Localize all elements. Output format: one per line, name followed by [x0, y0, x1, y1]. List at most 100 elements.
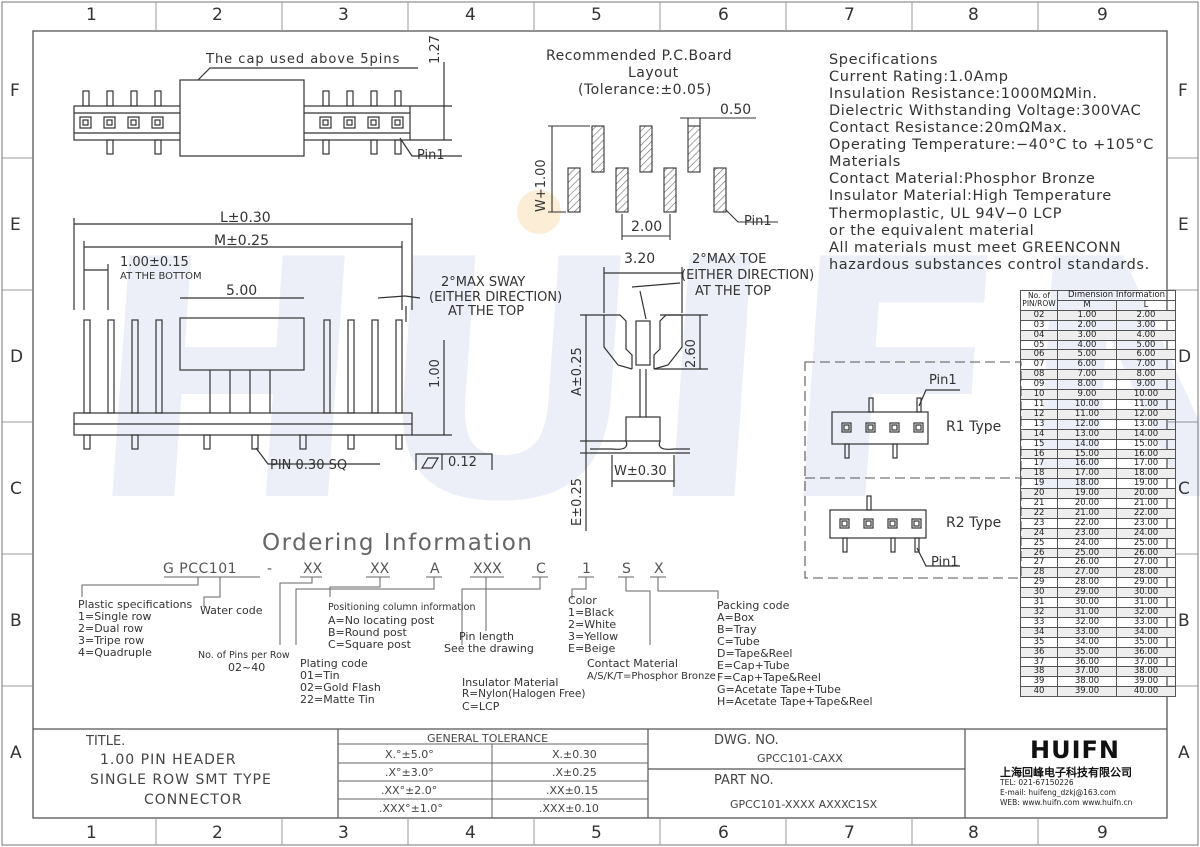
spec-line-5: Contact Resistance:20mΩMax. [829, 120, 1068, 136]
grid-col-9: 9 [1097, 5, 1108, 25]
tol-linear-4: .XXX±0.10 [539, 802, 599, 815]
tol-linear-2: .X±0.25 [552, 766, 597, 779]
packing-e: E=Cap+Tube [717, 659, 790, 672]
side-toe-3: AT THE TOP [695, 284, 772, 299]
r2-type-label: R2 Type [946, 515, 1002, 531]
insulator-c: C=LCP [462, 700, 500, 713]
grid-row-a-right: A [1178, 743, 1190, 763]
position-b: B=Round post [328, 626, 407, 639]
dimension-table: No. of PIN/ROW Dimension Information M L… [1020, 290, 1176, 698]
position-c: C=Square post [328, 638, 411, 651]
pcb-pad-width: 0.50 [720, 102, 752, 118]
position-a: A=No locating post [328, 614, 435, 627]
pcb-layout-drawing [548, 117, 778, 240]
color-e: E=Beige [568, 642, 616, 655]
plating-22: 22=Matte Tin [300, 693, 375, 706]
code-xxx: XXX [473, 561, 502, 577]
company-tel: TEL: 021-67150226 [1000, 778, 1074, 787]
front-flatness-value: 0.12 [448, 455, 477, 470]
grid-row-a: A [10, 743, 22, 763]
grid-col-3-bottom: 3 [338, 823, 349, 843]
part-no-value: GPCC101-XXXX AXXXC1SX [730, 798, 878, 811]
packing-f: F=Cap+Tape&Reel [717, 671, 821, 684]
code-xx-2: XX [370, 561, 390, 577]
front-sway-1: 2°MAX SWAY [441, 275, 526, 290]
front-pitch-dim: 1.00±0.15 [120, 255, 189, 270]
company-web: WEB: www.huifn.com www.huifn.cn [1000, 798, 1133, 807]
tol-angle-2: .X°±3.0° [385, 766, 434, 779]
pcb-title-1: Recommended P.C.Board [546, 48, 733, 64]
code-a: A [430, 561, 440, 577]
plastic-2: 2=Dual row [78, 622, 143, 635]
grid-row-e: E [10, 215, 21, 235]
grid-col-1-bottom: 1 [86, 823, 97, 843]
dwg-no-label: DWG. NO. [714, 733, 779, 748]
plating-title: Plating code [300, 657, 368, 670]
grid-col-2: 2 [212, 5, 223, 25]
grid-col-6: 6 [718, 5, 729, 25]
dim-l-cell: 40.00 [1116, 686, 1176, 698]
company-name: 上海回峰电子科技有限公司 [1000, 766, 1132, 779]
pinlen-title: Pin length [459, 630, 514, 643]
ordering-title: Ordering Information [262, 530, 534, 556]
grid-row-c: C [10, 479, 22, 499]
grid-row-c-right: C [1178, 479, 1190, 499]
color-1: 1=Black [568, 606, 614, 619]
code-series: G PCC101 [163, 561, 238, 577]
grid-row-b-right: B [1178, 611, 1190, 631]
code-1: 1 [582, 561, 591, 577]
side-width-dim: 3.20 [624, 251, 656, 267]
front-cap-dim: 5.00 [226, 283, 258, 299]
cap-label: The cap used above 5pins [206, 52, 401, 67]
grid-row-d: D [10, 347, 24, 367]
grid-col-8: 8 [968, 5, 979, 25]
pcb-pin1-label: Pin1 [744, 214, 772, 229]
spec-line-6: Operating Temperature:−40°C to +105°C [829, 137, 1154, 153]
front-pitch-note: AT THE BOTTOM [120, 271, 202, 282]
grid-row-f: F [10, 81, 20, 101]
part-no-label: PART NO. [714, 773, 774, 788]
grid-col-3: 3 [338, 5, 349, 25]
grid-col-2-bottom: 2 [212, 823, 223, 843]
spec-line-10: Thermoplastic, UL 94V−0 LCP [829, 206, 1063, 222]
packing-h: H=Acetate Tape+Tape&Reel [717, 695, 873, 708]
front-view-drawing [73, 218, 493, 470]
grid-col-6-bottom: 6 [718, 823, 729, 843]
r2-pin1-label: Pin1 [931, 555, 959, 570]
front-l-dim: L±0.30 [220, 210, 271, 226]
spec-line-9: Insulator Material:High Temperature [829, 188, 1112, 204]
color-3: 3=Yellow [568, 630, 619, 643]
insulator-r: R=Nylon(Halogen Free) [462, 688, 586, 700]
dwg-no-value: GPCC101-CAXX [757, 752, 843, 765]
front-sway-3: AT THE TOP [448, 304, 525, 319]
tol-linear-3: .XX±0.15 [546, 784, 599, 797]
grid-col-9-bottom: 9 [1097, 823, 1108, 843]
side-w-dim: W±0.30 [614, 464, 667, 479]
tol-angle-1: X.°±5.0° [385, 748, 434, 761]
grid-col-8-bottom: 8 [968, 823, 979, 843]
types-drawing [804, 361, 1022, 579]
tol-angle-4: .XXX°±1.0° [379, 802, 443, 815]
tol-angle-3: .XX°±2.0° [381, 784, 438, 797]
contact-title: Contact Material [587, 657, 678, 670]
code-xx-1: XX [303, 561, 323, 577]
ordering-leaders [81, 576, 719, 645]
tolerance-header: GENERAL TOLERANCE [427, 732, 549, 745]
spec-line-8: Contact Material:Phosphor Bronze [829, 171, 1096, 187]
packing-b: B=Tray [717, 623, 757, 636]
grid-col-1: 1 [86, 5, 97, 25]
side-toe-2: (EITHER DIRECTION) [681, 268, 815, 283]
grid-col-7-bottom: 7 [844, 823, 855, 843]
plastic-4: 4=Quadruple [78, 646, 152, 659]
company-logo: HUIFN [1030, 736, 1120, 764]
